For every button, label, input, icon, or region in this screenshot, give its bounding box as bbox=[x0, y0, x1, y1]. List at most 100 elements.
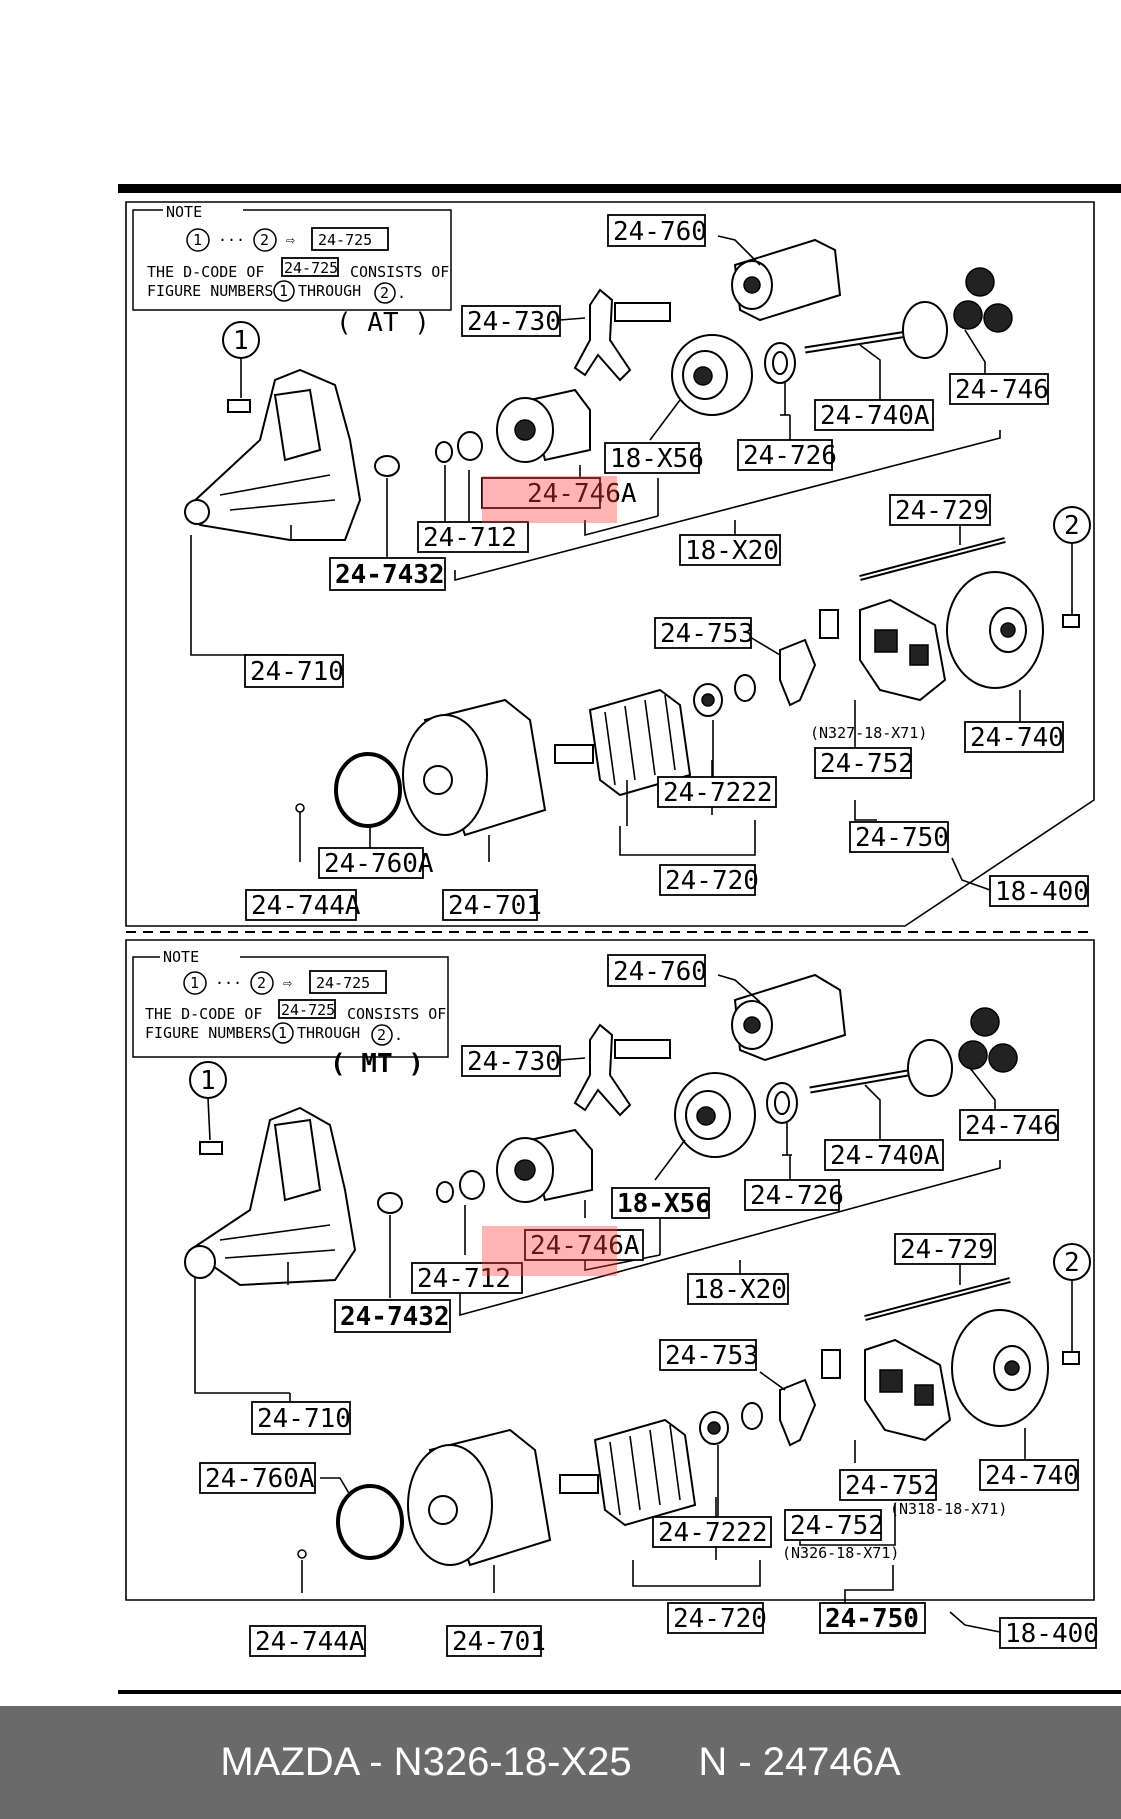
clip-drawing bbox=[436, 1181, 454, 1203]
label-end-frame: 24-740 bbox=[970, 723, 1064, 753]
label-kit: 18-X20 bbox=[685, 536, 779, 566]
bearing-housing-drawing bbox=[671, 334, 753, 416]
note-box: NOTE 1 ··· 2 ⇨ 24-725 THE D-CODE OF 24-7… bbox=[132, 203, 452, 311]
label-solenoid: 24-760 bbox=[613, 957, 707, 987]
note-callout-circle bbox=[253, 228, 277, 252]
footer-oem-part: N - 24746A bbox=[698, 1740, 901, 1784]
pinion-drawing bbox=[496, 388, 591, 463]
label-assembly: 18-400 bbox=[995, 877, 1089, 907]
label-brush-holder-b-note: (N326-18-X71) bbox=[782, 1544, 899, 1562]
footer-brand-part: MAZDA - N326-18-X25 bbox=[220, 1740, 632, 1784]
washer-drawing bbox=[295, 803, 305, 813]
seal-drawing bbox=[764, 342, 796, 416]
washer-drawing bbox=[297, 1549, 307, 1559]
label-bearing-housing: 18-X56 bbox=[610, 444, 704, 474]
bolt-icon bbox=[199, 1141, 223, 1155]
note-range-to: 2 bbox=[380, 284, 389, 302]
label-armature: 24-720 bbox=[665, 866, 759, 896]
label-brush-assembly: 24-750 bbox=[825, 1604, 919, 1634]
note-arrow: ⇨ bbox=[286, 231, 295, 249]
note-line2-end: . bbox=[394, 1026, 403, 1044]
note-line2-mid: THROUGH bbox=[298, 282, 361, 300]
label-brush-holder: 24-752 bbox=[820, 749, 914, 779]
label-bushing: 24-7432 bbox=[335, 560, 445, 590]
note-line2-pre: FIGURE NUMBERS bbox=[145, 1024, 271, 1042]
solenoid-drawing bbox=[731, 238, 842, 322]
note-line1-pre: THE D-CODE OF bbox=[145, 1005, 262, 1023]
label-lever: 24-730 bbox=[467, 1047, 561, 1077]
variant-label: ( MT ) bbox=[330, 1049, 424, 1079]
note-dcode: 24-725 bbox=[281, 1001, 335, 1019]
label-retainer-ring: 24-760A bbox=[205, 1464, 315, 1494]
footer-bar: MAZDA - N326-18-X25 N - 24746A bbox=[0, 1706, 1121, 1819]
label-housing: 24-710 bbox=[250, 657, 344, 687]
label-brush-assembly: 24-750 bbox=[855, 823, 949, 853]
label-armature-bearing: 24-7222 bbox=[663, 778, 773, 808]
label-washer: 24-744A bbox=[251, 891, 361, 921]
label-clip: 24-712 bbox=[417, 1264, 511, 1294]
label-bearing-housing: 18-X56 bbox=[617, 1189, 711, 1219]
callout-2-label: 2 bbox=[1064, 511, 1080, 541]
label-lever: 24-730 bbox=[467, 307, 561, 337]
label-housing: 24-710 bbox=[257, 1404, 351, 1434]
label-yoke: 24-701 bbox=[452, 1627, 546, 1657]
label-shaft: 24-740A bbox=[820, 401, 930, 431]
note-line2-pre: FIGURE NUMBERS bbox=[147, 282, 273, 300]
lever-drawing bbox=[573, 288, 671, 382]
note-range-from: 1 bbox=[279, 282, 288, 300]
shaft-drawing bbox=[809, 1039, 953, 1097]
retainer-ring-drawing bbox=[336, 1484, 404, 1560]
note-line1-pre: THE D-CODE OF bbox=[147, 263, 264, 281]
note-range-from: 1 bbox=[278, 1024, 287, 1042]
pinion-drawing bbox=[496, 1128, 593, 1203]
yoke-drawing bbox=[402, 698, 547, 837]
label-brush-holder-b: 24-752 bbox=[790, 1511, 884, 1541]
bushing-drawing bbox=[374, 455, 400, 477]
pinion-highlight bbox=[482, 1226, 617, 1276]
label-kit: 18-X20 bbox=[693, 1275, 787, 1305]
brush-spring-drawing bbox=[779, 1349, 841, 1447]
note-range-to: 2 bbox=[257, 974, 266, 992]
label-seal: 24-726 bbox=[743, 441, 837, 471]
note-dcode: 24-725 bbox=[316, 974, 370, 992]
callout-1-label: 1 bbox=[200, 1066, 216, 1096]
label-yoke: 24-701 bbox=[448, 891, 542, 921]
footer-caption: MAZDA - N326-18-X25 N - 24746A bbox=[0, 1706, 1121, 1819]
note-range-dots: ··· bbox=[218, 231, 245, 249]
bushing-drawing bbox=[377, 1192, 403, 1214]
brush-spring-drawing bbox=[779, 609, 839, 707]
note-range-from: 1 bbox=[193, 231, 202, 249]
label-armature-bearing: 24-7222 bbox=[658, 1518, 768, 1548]
label-pinion: 24-746A bbox=[530, 1231, 640, 1261]
label-gear-set: 24-746 bbox=[955, 375, 1049, 405]
note-range-to: 2 bbox=[260, 231, 269, 249]
label-solenoid: 24-760 bbox=[613, 217, 707, 247]
note-range-dots: ··· bbox=[215, 974, 242, 992]
note-line1-post: CONSISTS OF bbox=[350, 263, 449, 281]
section-frame bbox=[125, 201, 1095, 927]
label-brush-spring: 24-753 bbox=[660, 619, 754, 649]
note-dcode: 24-725 bbox=[284, 259, 338, 277]
seal-drawing bbox=[766, 1082, 798, 1156]
clip-drawing bbox=[435, 441, 453, 463]
bolt-icon bbox=[227, 399, 251, 413]
label-assembly: 18-400 bbox=[1005, 1619, 1099, 1649]
label-shaft: 24-740A bbox=[830, 1141, 940, 1171]
end-frame-drawing bbox=[951, 1309, 1049, 1427]
shaft-drawing bbox=[804, 301, 948, 359]
label-end-frame: 24-740 bbox=[985, 1461, 1079, 1491]
callout-1-label: 1 bbox=[233, 326, 249, 356]
note-line2-mid: THROUGH bbox=[297, 1024, 360, 1042]
section-mt: NOTE 1 ··· 2 ⇨ 24-725 THE D-CODE OF 24-7… bbox=[125, 939, 1099, 1657]
note-dcode: 24-725 bbox=[318, 231, 372, 249]
label-pinion: 24-746A bbox=[527, 479, 637, 509]
label-washer: 24-744A bbox=[255, 1627, 365, 1657]
callout-2-label: 2 bbox=[1064, 1248, 1080, 1278]
gear-set-drawing bbox=[958, 1007, 1018, 1073]
exploded-parts-diagram: NOTE 1 ··· 2 ⇨ 24-725 THE D-CODE OF 24-7… bbox=[118, 184, 1121, 1694]
note-box: NOTE 1 ··· 2 ⇨ 24-725 THE D-CODE OF 24-7… bbox=[132, 948, 449, 1058]
label-retainer-ring: 24-760A bbox=[324, 849, 434, 879]
starter-housing-drawing bbox=[184, 368, 362, 541]
label-gear-set: 24-746 bbox=[965, 1111, 1059, 1141]
note-range-from: 1 bbox=[190, 974, 199, 992]
